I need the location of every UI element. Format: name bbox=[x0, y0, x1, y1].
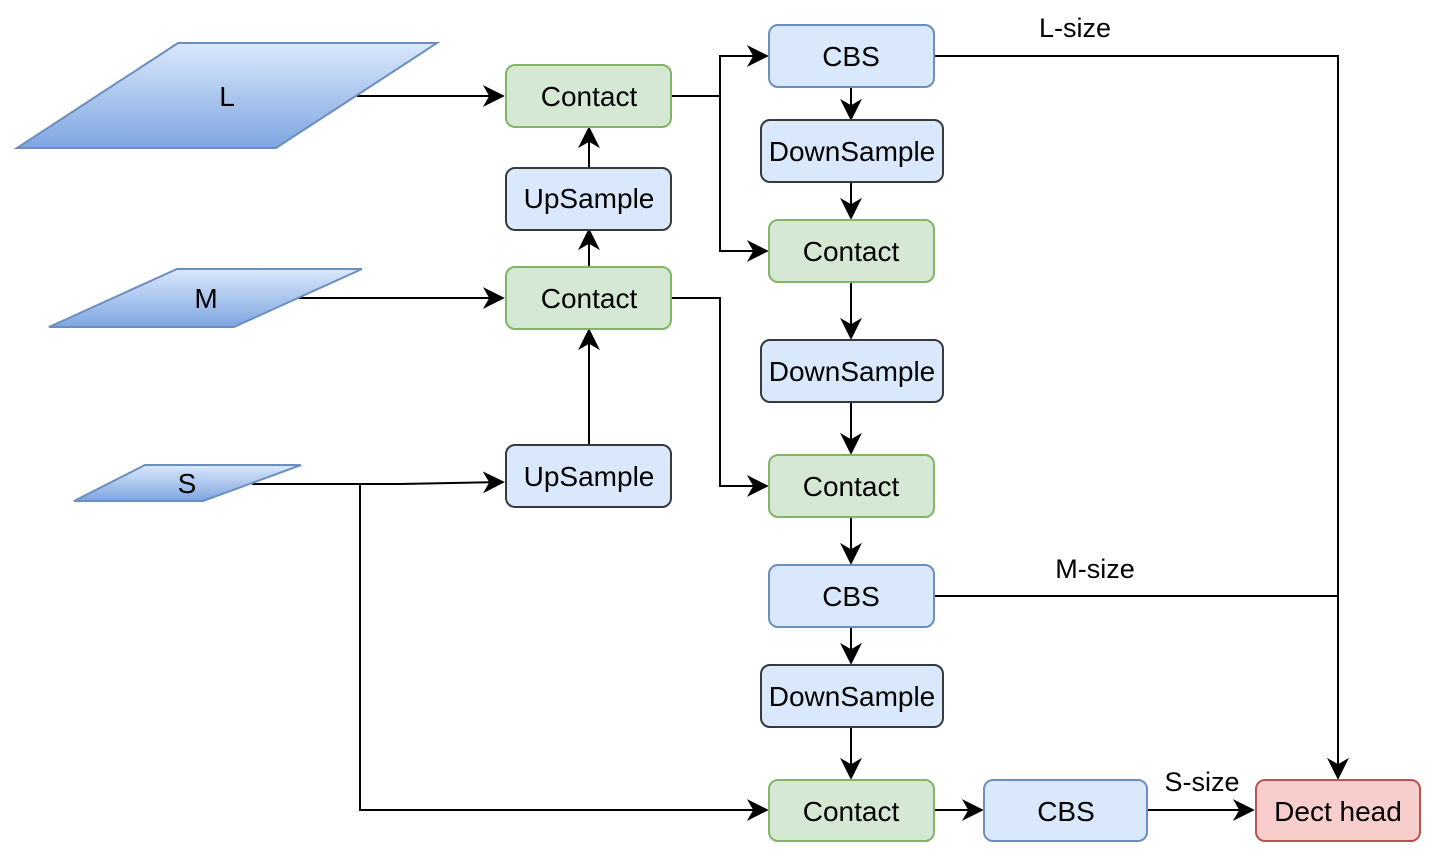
l-size-label: L-size bbox=[1039, 13, 1111, 43]
downsample-2-node: DownSample bbox=[760, 339, 944, 403]
input-m-label: M bbox=[194, 283, 217, 314]
downsample-3-node: DownSample bbox=[760, 664, 944, 728]
contact-top-node: Contact bbox=[505, 64, 672, 128]
dect-head-node: Dect head bbox=[1255, 779, 1421, 842]
edge-s-to-contact-bottom bbox=[359, 484, 769, 821]
s-size-label: S-size bbox=[1164, 767, 1239, 797]
cbs-mid-label: CBS bbox=[822, 581, 880, 612]
contact-mid-node: Contact bbox=[505, 266, 672, 330]
edge-cbs-top-to-dect-head bbox=[935, 55, 1349, 780]
cbs-top-node: CBS bbox=[768, 24, 935, 88]
dect-head-label: Dect head bbox=[1274, 796, 1402, 827]
downsample-1-node: DownSample bbox=[760, 119, 944, 183]
contact-mid-label: Contact bbox=[541, 283, 638, 314]
contact-bottom-node: Contact bbox=[768, 779, 935, 842]
input-m: M bbox=[48, 268, 363, 328]
m-size-label: M-size bbox=[1055, 554, 1135, 584]
contact-top-label: Contact bbox=[541, 81, 638, 112]
cbs-bottom-node: CBS bbox=[983, 779, 1148, 842]
upsample-top-node: UpSample bbox=[505, 167, 672, 231]
input-l: L bbox=[13, 42, 441, 149]
edge-contact-top-to-contact-r1 bbox=[719, 96, 769, 262]
input-s: S bbox=[73, 464, 302, 502]
edge-contact-top-to-cbs-top bbox=[671, 45, 769, 97]
upsample-bottom-label: UpSample bbox=[524, 461, 655, 492]
edges bbox=[252, 45, 1349, 821]
contact-bottom-label: Contact bbox=[803, 796, 900, 827]
cbs-mid-node: CBS bbox=[768, 564, 935, 628]
contact-r1-label: Contact bbox=[803, 236, 900, 267]
cbs-bottom-label: CBS bbox=[1037, 796, 1095, 827]
contact-r1-node: Contact bbox=[768, 219, 935, 283]
downsample-1-label: DownSample bbox=[769, 136, 936, 167]
upsample-top-label: UpSample bbox=[524, 183, 655, 214]
contact-r2-label: Contact bbox=[803, 471, 900, 502]
downsample-2-label: DownSample bbox=[769, 356, 936, 387]
downsample-3-label: DownSample bbox=[769, 681, 936, 712]
input-l-label: L bbox=[219, 81, 235, 112]
edge-s-to-upsample-bottom bbox=[252, 471, 505, 494]
cbs-top-label: CBS bbox=[822, 41, 880, 72]
input-s-label: S bbox=[178, 468, 197, 499]
edge-contact-mid-to-contact-r2 bbox=[671, 297, 769, 497]
upsample-bottom-node: UpSample bbox=[505, 444, 672, 508]
contact-r2-node: Contact bbox=[768, 454, 935, 518]
